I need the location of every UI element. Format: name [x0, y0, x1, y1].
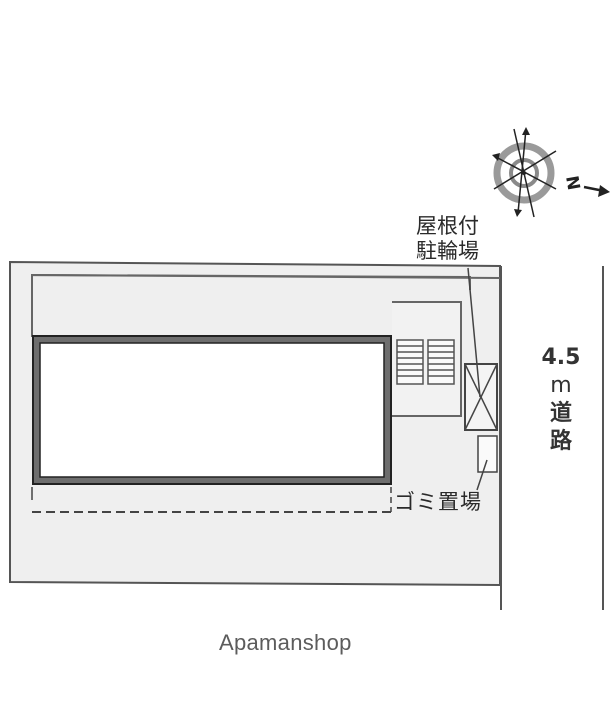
road-label: 4.5 m 道 路	[538, 344, 584, 456]
road-char-2: 路	[549, 429, 572, 454]
bike-parking-label: 屋根付 駐輪場	[416, 214, 506, 264]
bike-parking-label-line2: 駐輪場	[416, 239, 479, 263]
dashed-boundary	[31, 487, 392, 513]
building	[32, 335, 392, 485]
road-unit: m	[550, 373, 572, 398]
road-char-1: 道	[549, 401, 572, 426]
garbage-area	[476, 435, 498, 491]
road	[500, 266, 604, 610]
compass-icon	[492, 127, 610, 218]
bike-parking-label-line1: 屋根付	[416, 214, 479, 238]
bike-parking-area	[464, 267, 498, 431]
stairs	[392, 301, 462, 417]
road-width: 4.5	[541, 345, 581, 370]
garbage-label: ゴミ置場	[394, 490, 482, 514]
brand-watermark: Apamanshop	[219, 630, 352, 655]
